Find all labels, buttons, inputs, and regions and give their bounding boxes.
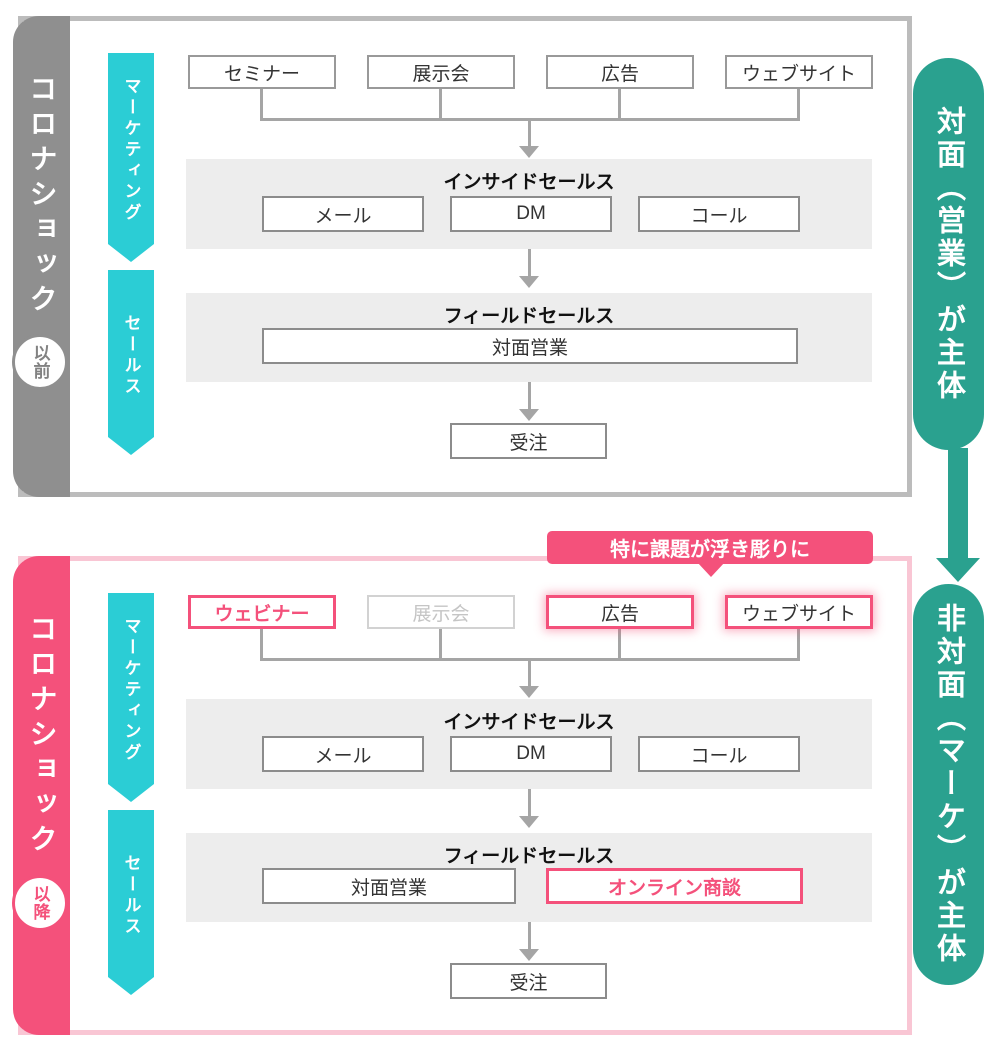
- before-lane-sales: セールス: [108, 270, 154, 455]
- before-channel-website: ウェブサイト: [725, 55, 873, 89]
- connector-vline: [528, 249, 531, 277]
- connector-stub: [439, 89, 442, 121]
- down-arrow-icon: [519, 686, 539, 698]
- after-channel-ads: 広告: [546, 595, 694, 629]
- before-inside-sales-title: インサイドセールス: [443, 172, 615, 193]
- connector-stub: [260, 629, 263, 661]
- connector-vline: [528, 789, 531, 817]
- after-lane-marketing: マーケティング: [108, 593, 154, 802]
- callout-badge-pointer-icon: [697, 562, 725, 577]
- connector-stub: [439, 629, 442, 661]
- connector-stub: [618, 629, 621, 661]
- connector-vline: [528, 660, 531, 687]
- after-inside-dm: DM: [450, 736, 612, 772]
- down-arrow-icon: [519, 816, 539, 828]
- callout-badge: 特に課題が浮き彫りに: [547, 531, 873, 564]
- down-arrow-icon: [519, 949, 539, 961]
- connector-stub: [260, 89, 263, 121]
- connector-hline: [260, 658, 800, 661]
- before-field-f2f-sales: 対面営業: [262, 328, 798, 364]
- teal-arrow-shaft: [948, 448, 968, 558]
- after-field-f2f-sales: 対面営業: [262, 868, 516, 904]
- before-era-circle: 以前: [12, 334, 68, 390]
- after-order-box: 受注: [450, 963, 607, 999]
- after-inside-mail: メール: [262, 736, 424, 772]
- down-arrow-icon: [519, 146, 539, 158]
- after-inside-call: コール: [638, 736, 800, 772]
- after-field-online-meeting: オンライン商談: [546, 868, 803, 904]
- connector-vline: [528, 120, 531, 147]
- after-channel-exhibition: 展示会: [367, 595, 515, 629]
- after-era-bar: コロナショック: [13, 556, 70, 1035]
- after-field-sales-title: フィールドセールス: [443, 846, 615, 867]
- connector-vline: [528, 382, 531, 410]
- before-inside-mail: メール: [262, 196, 424, 232]
- before-inside-call: コール: [638, 196, 800, 232]
- after-lane-sales: セールス: [108, 810, 154, 995]
- teal-arrow-head-icon: [936, 558, 980, 582]
- after-side-pill: 非対面（マーケ）が主体: [913, 584, 984, 985]
- connector-stub: [797, 629, 800, 661]
- connector-hline: [260, 118, 800, 121]
- down-arrow-icon: [519, 276, 539, 288]
- before-era-bar: コロナショック: [13, 16, 70, 497]
- connector-vline: [528, 922, 531, 950]
- connector-stub: [797, 89, 800, 121]
- before-field-sales-title: フィールドセールス: [443, 306, 615, 327]
- before-channel-ads: 広告: [546, 55, 694, 89]
- before-section-frame: [18, 16, 912, 497]
- after-channel-webinar: ウェビナー: [188, 595, 336, 629]
- before-channel-seminar: セミナー: [188, 55, 336, 89]
- after-inside-sales-title: インサイドセールス: [443, 712, 615, 733]
- after-era-circle: 以降: [12, 875, 68, 931]
- before-inside-dm: DM: [450, 196, 612, 232]
- before-channel-exhibition: 展示会: [367, 55, 515, 89]
- after-channel-website: ウェブサイト: [725, 595, 873, 629]
- down-arrow-icon: [519, 409, 539, 421]
- after-section-frame: [18, 556, 912, 1035]
- connector-stub: [618, 89, 621, 121]
- before-lane-marketing: マーケティング: [108, 53, 154, 262]
- before-side-pill: 対面（営業）が主体: [913, 58, 984, 450]
- before-order-box: 受注: [450, 423, 607, 459]
